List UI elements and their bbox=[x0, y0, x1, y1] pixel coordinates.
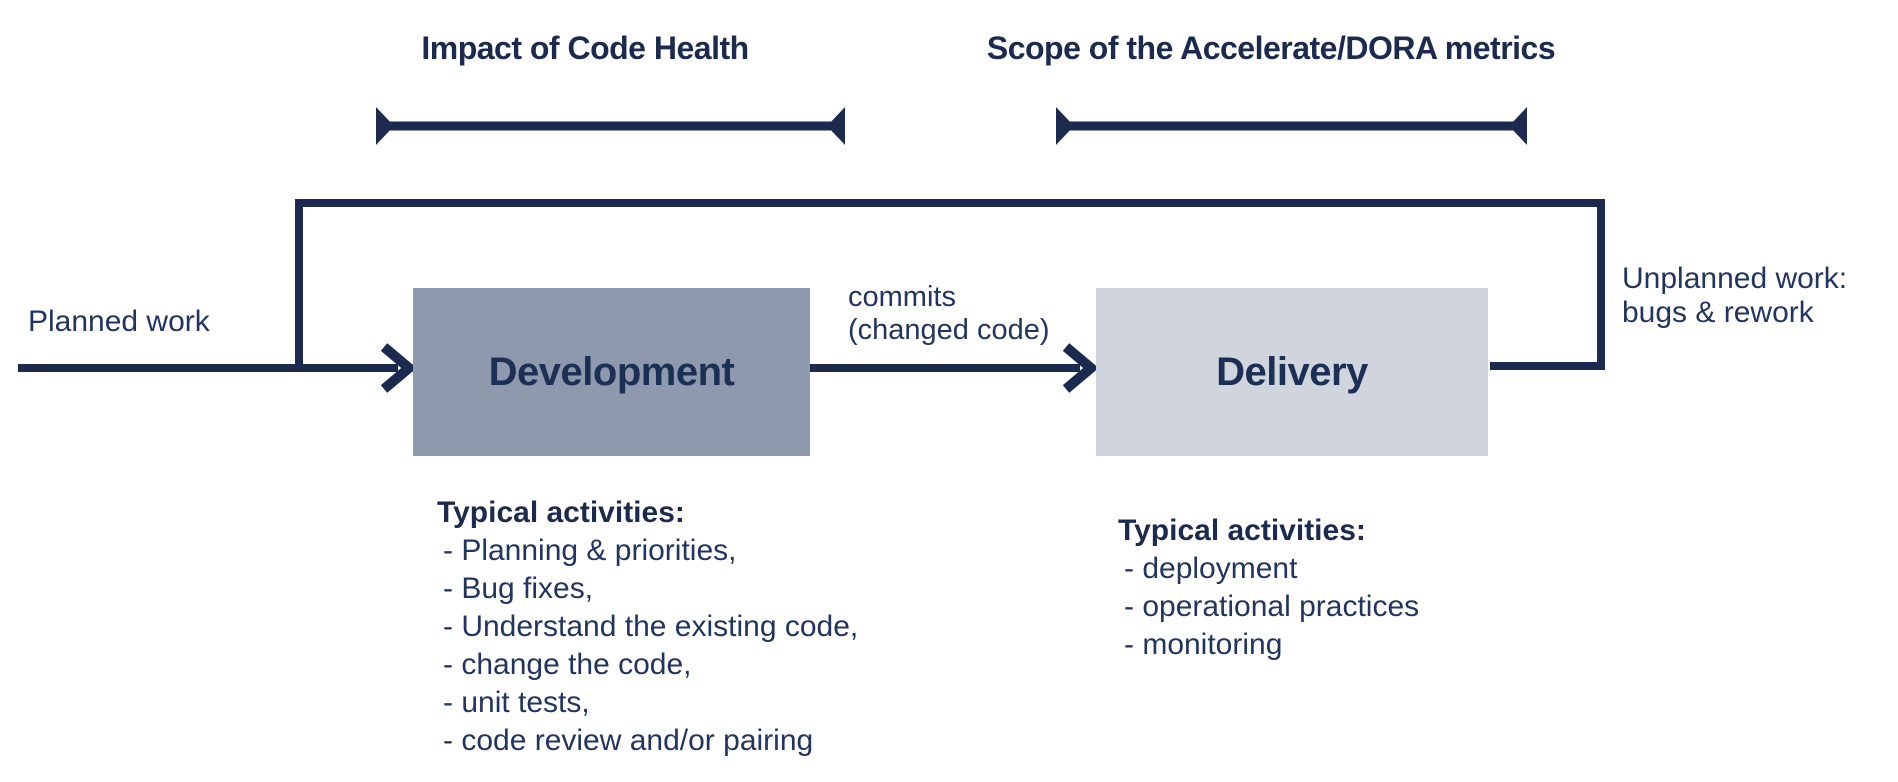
development-activity-item: - code review and/or pairing bbox=[443, 724, 814, 757]
commits-arrowhead-icon bbox=[1062, 343, 1099, 393]
planned-work-label: Planned work bbox=[28, 305, 210, 338]
bracket-left-cap-icon bbox=[376, 107, 394, 145]
delivery-label: Delivery bbox=[1216, 349, 1368, 394]
commits-label-line1: commits bbox=[848, 281, 956, 313]
planned-work-arrowhead-icon bbox=[380, 343, 417, 393]
bracket-left-cap-icon bbox=[1056, 107, 1074, 145]
delivery-box: Delivery bbox=[1096, 288, 1488, 456]
feedback-loop-line bbox=[295, 199, 1605, 372]
development-activity-item: - unit tests, bbox=[443, 686, 590, 719]
development-activities: Typical activities: - Planning & priorit… bbox=[437, 494, 858, 760]
commits-label: commits (changed code) bbox=[848, 281, 1050, 347]
delivery-activities: Typical activities: - deployment - opera… bbox=[1118, 512, 1419, 664]
development-activity-item: - Understand the existing code, bbox=[443, 610, 859, 643]
delivery-activities-title: Typical activities: bbox=[1118, 514, 1366, 547]
delivery-activity-item: - operational practices bbox=[1124, 590, 1420, 623]
development-activity-item: - change the code, bbox=[443, 648, 692, 681]
development-activities-title: Typical activities: bbox=[437, 496, 685, 529]
bracket-right-cap-icon bbox=[827, 107, 845, 145]
delivery-activity-item: - deployment bbox=[1124, 552, 1298, 585]
bracket-right-cap-icon bbox=[1509, 107, 1527, 145]
development-box: Development bbox=[413, 288, 810, 456]
dora-span-bracket bbox=[1056, 107, 1527, 145]
unplanned-work-line1: Unplanned work: bbox=[1622, 262, 1848, 295]
unplanned-work-label: Unplanned work: bugs & rework bbox=[1622, 262, 1847, 330]
development-label: Development bbox=[488, 349, 735, 394]
unplanned-work-line2: bugs & rework bbox=[1622, 296, 1814, 329]
code-health-title: Impact of Code Health bbox=[421, 30, 749, 66]
development-activity-item: - Bug fixes, bbox=[443, 572, 594, 605]
code-health-span-bracket bbox=[376, 107, 845, 145]
delivery-activity-item: - monitoring bbox=[1124, 628, 1283, 661]
development-activity-item: - Planning & priorities, bbox=[443, 534, 737, 567]
commits-label-line2: (changed code) bbox=[848, 314, 1050, 346]
dora-metrics-title: Scope of the Accelerate/DORA metrics bbox=[986, 30, 1556, 66]
